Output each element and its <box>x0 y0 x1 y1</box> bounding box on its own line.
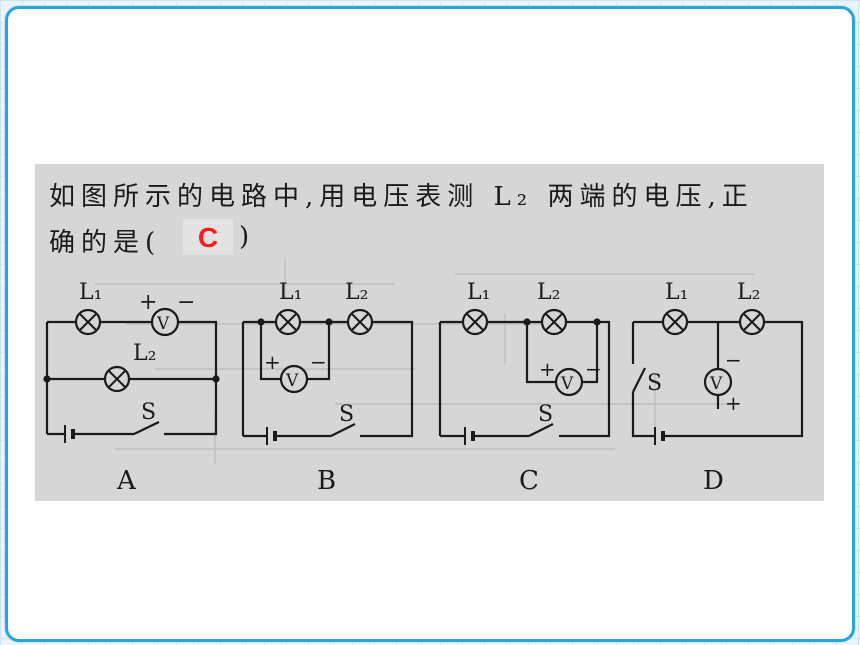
label-d-meter: V <box>709 374 723 394</box>
lamp-l1 <box>661 308 689 336</box>
battery <box>265 425 277 447</box>
label-b-switch: S <box>339 402 354 427</box>
label-c-switch: S <box>538 402 553 427</box>
circuit-option-b <box>241 308 414 447</box>
label-d-l1: L₁ <box>665 280 688 305</box>
question-line-2-prefix: 确的是( <box>49 228 162 258</box>
label-a-l1: L₁ <box>79 280 102 305</box>
label-a-plus: + <box>139 290 157 315</box>
option-letter-d: D <box>703 466 724 496</box>
lamp-l2 <box>738 308 766 336</box>
lamp-l2 <box>103 365 131 393</box>
circuit-diagrams: L₁ + − V L₂ S A L₁ L₂ + − V S B <box>43 280 804 496</box>
lamp-l1 <box>74 308 102 336</box>
lamp-l1 <box>461 308 489 336</box>
label-d-plus: + <box>725 391 742 415</box>
circuit-option-c <box>438 308 611 447</box>
label-c-meter: V <box>560 374 574 394</box>
lamp-l1 <box>274 308 302 336</box>
label-a-meter: V <box>156 314 170 334</box>
label-d-switch: S <box>647 371 662 396</box>
label-a-minus: − <box>177 290 195 315</box>
option-letter-b: B <box>317 466 336 496</box>
option-letter-c: C <box>519 466 539 496</box>
label-c-minus: − <box>585 357 602 381</box>
battery <box>653 425 665 447</box>
lamp-l2 <box>540 308 568 336</box>
answer-highlight <box>183 219 233 255</box>
battery <box>463 425 475 447</box>
label-b-meter: V <box>285 371 299 391</box>
question-line-1: 如图所示的电路中,用电压表测 L₂ 两端的电压,正 <box>49 182 754 212</box>
option-letter-a: A <box>116 466 137 496</box>
label-d-minus: − <box>725 348 742 372</box>
label-a-switch: S <box>141 400 156 425</box>
label-c-plus: + <box>539 357 556 381</box>
circuit-option-d <box>631 308 804 447</box>
circuit-option-a <box>43 307 220 445</box>
label-b-l1: L₁ <box>279 280 302 305</box>
label-b-minus: − <box>310 350 327 374</box>
label-b-l2: L₂ <box>345 280 368 305</box>
label-d-l2: L₂ <box>737 280 760 305</box>
label-c-l2: L₂ <box>537 280 560 305</box>
label-a-l2: L₂ <box>133 341 156 366</box>
label-c-l1: L₁ <box>467 280 490 305</box>
label-b-plus: + <box>264 350 281 374</box>
answer-text: C <box>197 222 219 253</box>
battery <box>63 423 75 445</box>
question-line-2-suffix: ) <box>239 222 250 252</box>
lamp-l2 <box>346 308 374 336</box>
question-scan: 如图所示的电路中,用电压表测 L₂ 两端的电压,正 确的是( C ) <box>35 164 824 501</box>
